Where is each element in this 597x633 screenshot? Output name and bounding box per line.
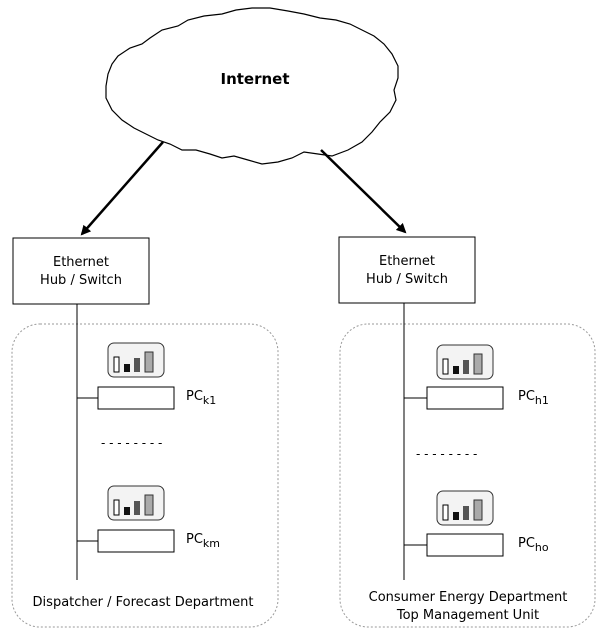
pc-label-base: PC (186, 389, 203, 404)
pc-ho: PCho (404, 490, 549, 557)
pc-label-sub: ho (535, 541, 549, 554)
separator-right: - - - - - - - - (416, 447, 477, 461)
pc-label-sub: k1 (203, 394, 216, 407)
pc-base (97, 386, 175, 410)
monitor-icon (436, 490, 494, 526)
hub-box (338, 236, 476, 304)
hub-left: Ethernet Hub / Switch (12, 237, 150, 305)
pc-label: PCk1 (186, 389, 216, 407)
pc-label: PCh1 (518, 389, 549, 407)
monitor-icon (107, 485, 165, 521)
pc-km: PCkm (77, 485, 220, 553)
hub-label-line1: Ethernet (53, 255, 109, 270)
cloud-shape (105, 7, 399, 165)
hub-label-line2: Hub / Switch (366, 272, 448, 287)
pc-base (97, 529, 175, 553)
monitor-icon (436, 344, 494, 380)
internet-cloud: Internet (105, 7, 399, 165)
pc-label-sub: h1 (535, 394, 549, 407)
internet-label: Internet (220, 70, 289, 88)
arrow-left (80, 141, 164, 236)
department-name-right-line2: Top Management Unit (396, 608, 539, 623)
pc-label: PCho (518, 536, 549, 554)
pc-h1: PCh1 (404, 344, 549, 410)
pc-k1: PCk1 (77, 342, 216, 410)
department-box-right (339, 323, 596, 628)
pc-label-base: PC (518, 536, 535, 551)
department-name-right-line1: Consumer Energy Department (369, 590, 568, 605)
pc-base (426, 533, 504, 557)
arrow-right (320, 149, 407, 234)
hub-label-line2: Hub / Switch (40, 273, 122, 288)
hub-box (12, 237, 150, 305)
hub-label-line1: Ethernet (379, 254, 435, 269)
pc-label-base: PC (186, 532, 203, 547)
separator-left: - - - - - - - - (101, 436, 162, 450)
pc-base (426, 386, 504, 410)
pc-label-sub: km (203, 537, 220, 550)
pc-label: PCkm (186, 532, 220, 550)
hub-right: Ethernet Hub / Switch (338, 236, 476, 304)
department-box-left (11, 323, 279, 628)
pc-label-base: PC (518, 389, 535, 404)
monitor-icon (107, 342, 165, 378)
department-name-left: Dispatcher / Forecast Department (33, 595, 254, 610)
